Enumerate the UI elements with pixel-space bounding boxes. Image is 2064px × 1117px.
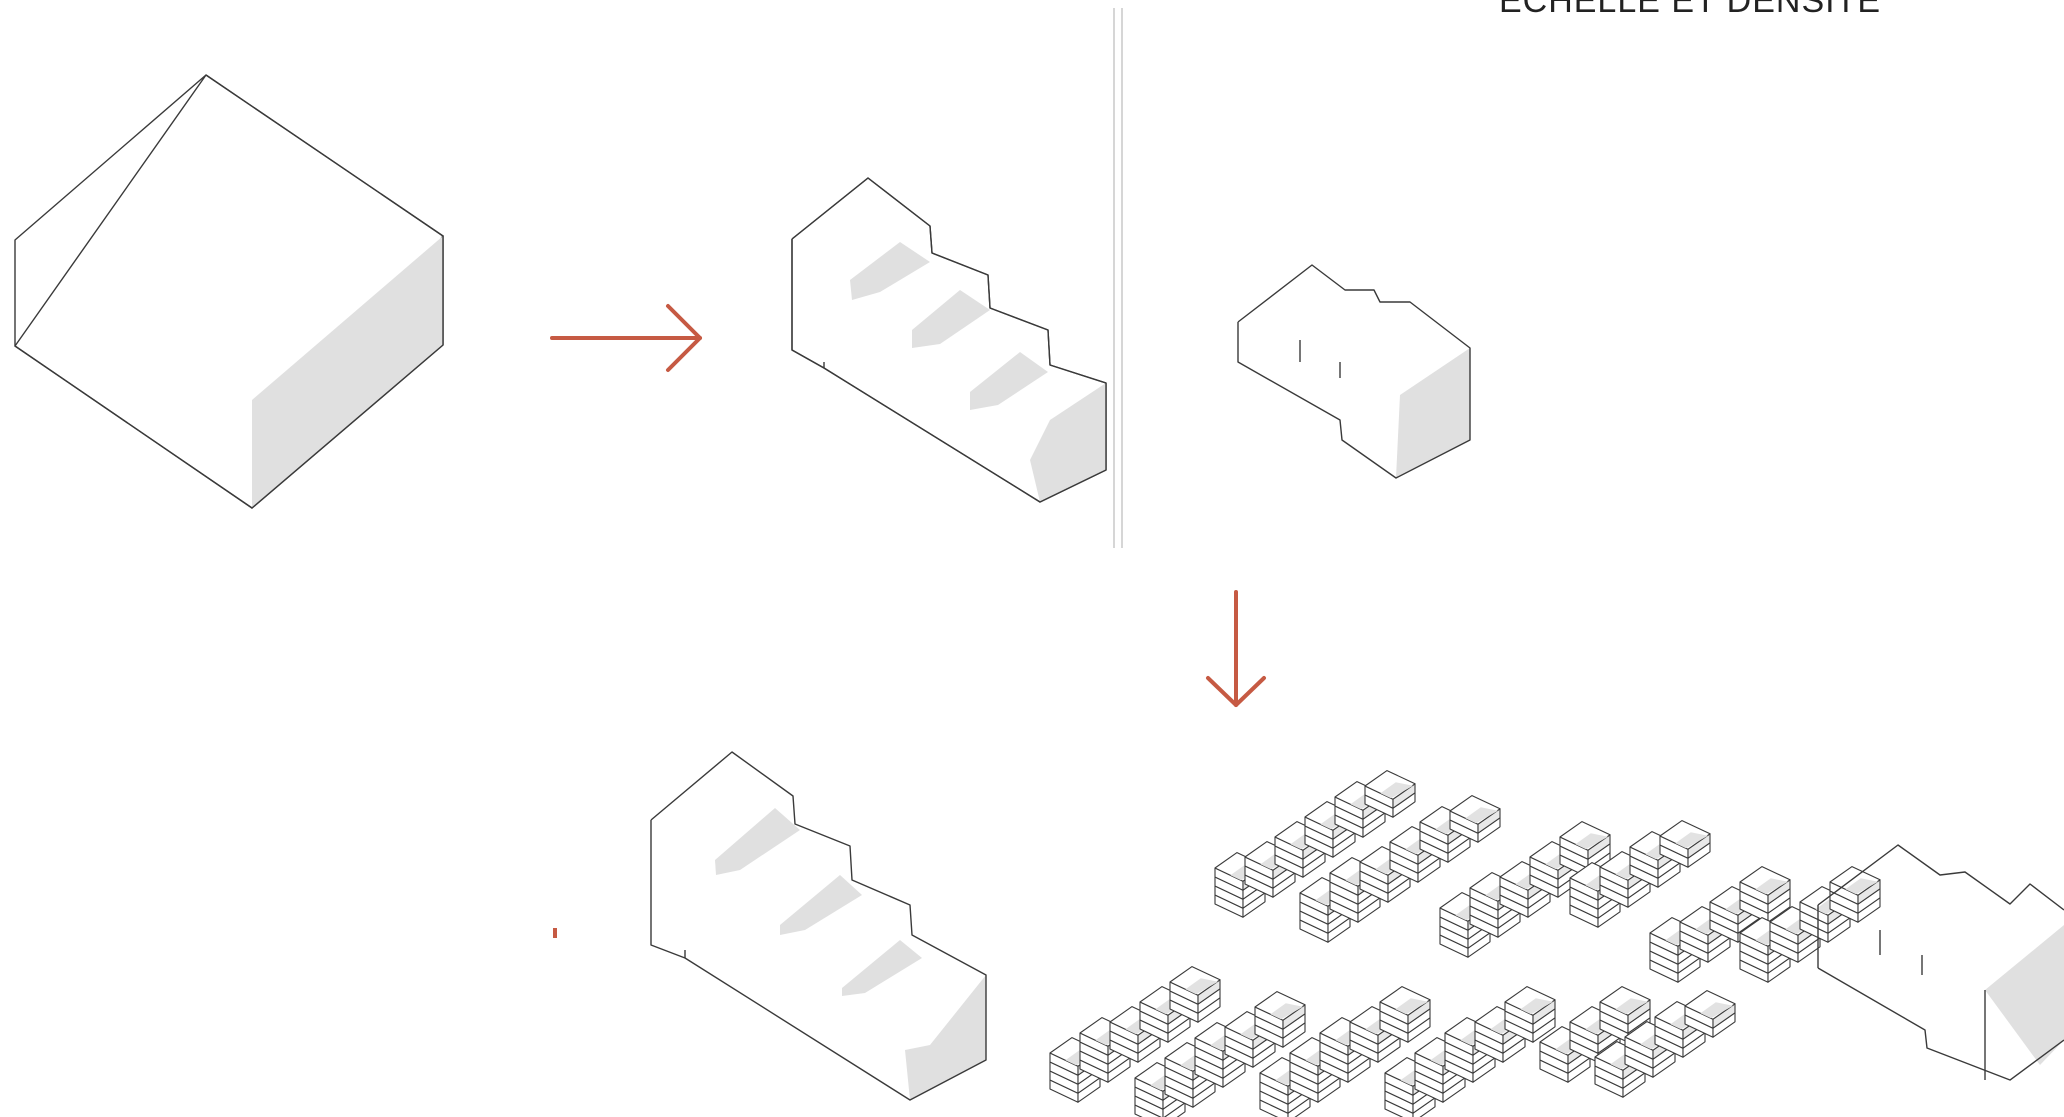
stepped-block xyxy=(792,178,1106,502)
accent-mark xyxy=(553,928,557,938)
divider xyxy=(1114,8,1122,548)
right-arrow xyxy=(552,306,700,370)
stepped-block-lower xyxy=(651,752,986,1100)
down-arrow xyxy=(1208,592,1264,705)
small-unit xyxy=(1238,265,1470,478)
cluster xyxy=(1050,771,1880,1117)
solid-block xyxy=(15,75,443,508)
